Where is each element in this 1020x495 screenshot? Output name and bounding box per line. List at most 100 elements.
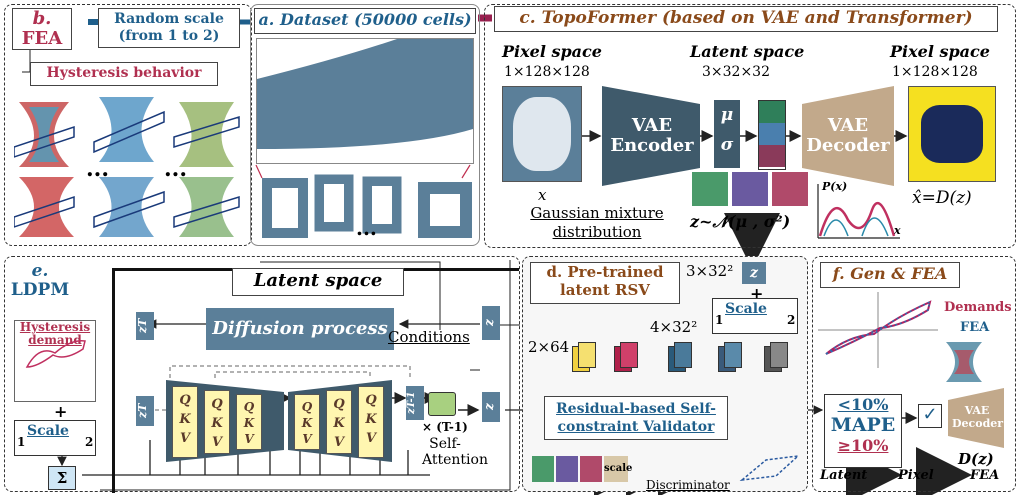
pixel-dims-right: 1×128×128 xyxy=(892,64,978,80)
hysteresis-behavior-label: Hysteresis behavior xyxy=(30,62,218,86)
rsv-dim-2: 4×32² xyxy=(650,318,698,336)
rsv-scale-max: 2 xyxy=(787,313,796,327)
comparison-plot xyxy=(818,292,938,368)
fea-legend: FEA xyxy=(960,320,990,335)
rsv-z-box: z xyxy=(742,262,766,284)
ldpm-tag: e. LDPM xyxy=(10,262,70,302)
panel-dataset xyxy=(250,4,480,246)
rsv-dim-3: 2×64 xyxy=(528,338,570,356)
discriminator-samples xyxy=(532,456,628,482)
mixture-plot: P(x) x xyxy=(814,180,904,242)
x-label: x xyxy=(538,186,547,204)
sigma-box: Σ xyxy=(48,466,76,490)
fea-name: FEA xyxy=(21,28,63,49)
dz-label: D(z) xyxy=(958,450,994,468)
ldpm-name: LDPM xyxy=(10,280,70,300)
decoder-label: VAE Decoder xyxy=(806,115,890,156)
discriminator-label: Discriminator xyxy=(646,478,730,492)
xhat-label: x̂=D(z) xyxy=(912,188,972,208)
mape-box: <10% MAPE ≥10% xyxy=(824,394,902,468)
demands-legend: Demands xyxy=(944,300,1012,315)
flow-pixel: Pixel xyxy=(898,468,934,483)
flow-fea: FEA xyxy=(970,468,1000,483)
latent-space-label: Latent space xyxy=(690,42,805,61)
rsv-title: d. Pre-trained latent RSV xyxy=(530,262,680,304)
rsv-dim-1: 3×32² xyxy=(686,262,734,280)
fea-letter: b. xyxy=(32,8,52,29)
input-image xyxy=(502,86,582,182)
gen-decoder-label: VAE Decoder xyxy=(952,404,1004,430)
latent-stack xyxy=(758,100,786,170)
mape-bottom: ≥10% xyxy=(837,436,889,455)
vae-decoder: VAE Decoder xyxy=(802,86,894,186)
encoder-label: VAE Encoder xyxy=(610,115,694,156)
latent-space-title: Latent space xyxy=(232,268,404,296)
zt-box-top: zT xyxy=(136,312,154,340)
z-box-right: z xyxy=(482,392,500,422)
self-attention-label: Self-Attention xyxy=(422,436,488,468)
latent-dims: 3×32×32 xyxy=(702,64,770,80)
panel-gen-fea xyxy=(812,256,1016,492)
check-icon: ✓ xyxy=(918,404,942,428)
sigma-label: σ xyxy=(720,135,734,155)
panel-topoformer xyxy=(484,4,1016,248)
scale-tag-box: scale xyxy=(604,456,632,482)
plus-sign: + xyxy=(54,402,68,421)
pixel-space-right-label: Pixel space xyxy=(890,42,990,61)
scale-min: 1 xyxy=(17,435,26,449)
attention-icon xyxy=(428,392,456,416)
conditions-label: Conditions xyxy=(388,328,470,346)
dataset-ellipsis: ... xyxy=(356,216,377,240)
zt-box-left: zT xyxy=(136,396,154,426)
fea-ellipsis-2: ... xyxy=(164,156,187,182)
rsv-feature-maps xyxy=(568,342,794,376)
scale-label: Scale xyxy=(27,423,69,439)
fea-tag: b. FEA xyxy=(12,8,72,50)
mu-label: μ xyxy=(720,105,734,125)
scale-card: Scale 1 2 xyxy=(14,420,96,456)
ldpm-letter: e. xyxy=(31,261,49,281)
binary-matrix xyxy=(256,38,474,164)
dataset-samples: ... xyxy=(258,172,476,242)
mape-label: MAPE xyxy=(830,414,896,436)
output-image xyxy=(908,86,996,182)
z-box-top: z xyxy=(482,306,500,340)
mu-sigma-box: μ σ xyxy=(714,100,740,168)
vae-encoder: VAE Encoder xyxy=(602,86,700,186)
pixel-dims-left: 1×128×128 xyxy=(504,64,590,80)
z-distribution-label: z~𝒩(μ , σ²) xyxy=(690,212,791,231)
fea-result-grid: ... ... xyxy=(14,92,244,242)
diffusion-process-box: Diffusion process xyxy=(206,308,394,350)
gen-fea-title: f. Gen & FEA xyxy=(820,262,960,288)
scale-max: 2 xyxy=(85,435,94,449)
rsv-scale-card: Scale 1 2 xyxy=(712,298,798,334)
pixel-space-left-label: Pixel space xyxy=(502,42,602,61)
fea-ellipsis-1: ... xyxy=(86,156,109,182)
px-label: P(x) xyxy=(822,180,848,193)
mape-top: <10% xyxy=(837,395,889,414)
plot-x-label: x xyxy=(894,224,901,237)
panel-ldpm xyxy=(4,256,520,492)
rsv-scale-label: Scale xyxy=(725,301,767,317)
validator-box: Residual-based Self-constraint Validator xyxy=(544,396,728,440)
hysteresis-demand-card: Hysteresis demand xyxy=(14,320,96,402)
gen-vae-decoder: VAE Decoder xyxy=(948,388,1004,448)
gaussian-label: Gaussian mixture distribution xyxy=(530,204,664,241)
flow-latent: Latent xyxy=(820,468,868,483)
noise-patches xyxy=(692,172,810,206)
topoformer-title: c. TopoFormer (based on VAE and Transfor… xyxy=(494,6,998,32)
discriminator-output-plot xyxy=(736,448,804,488)
hysteresis-demand-label: Hysteresis demand xyxy=(19,320,91,347)
panel-fea xyxy=(4,4,252,246)
times-t-minus-1: × (T-1) xyxy=(422,420,468,434)
dataset-title: a. Dataset (50000 cells) xyxy=(254,8,476,34)
zt1-box: zT-1 xyxy=(406,386,424,420)
